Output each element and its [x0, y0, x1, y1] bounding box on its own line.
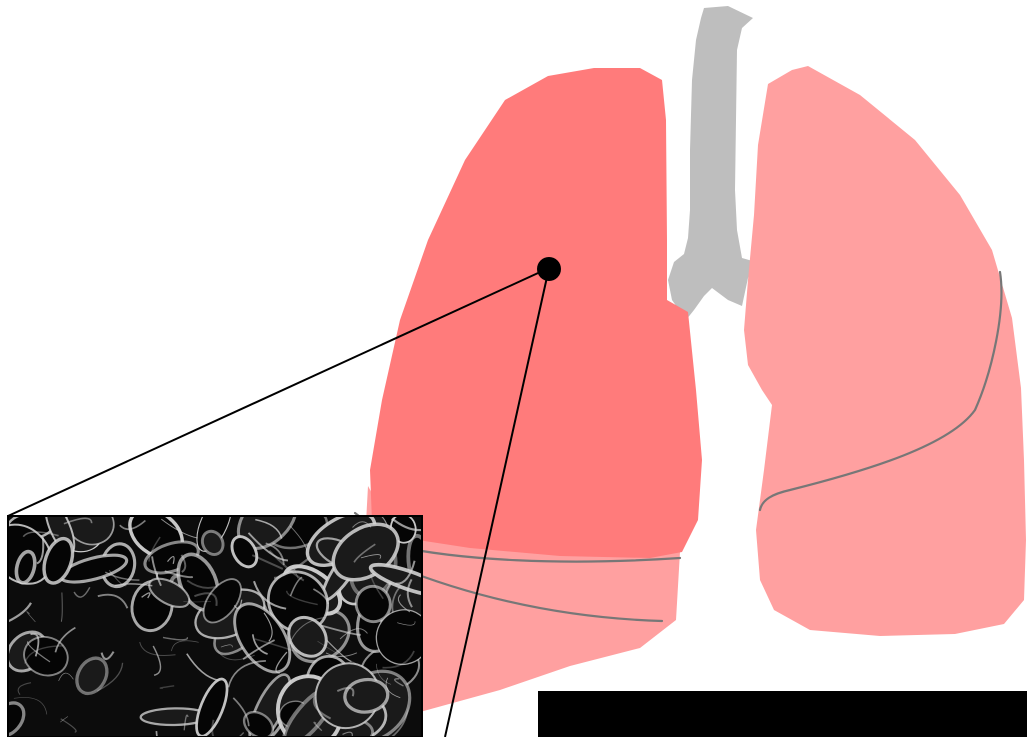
left-lung [744, 66, 1026, 636]
trachea [668, 6, 756, 320]
location-dot-icon [537, 257, 561, 281]
micrograph-inset [0, 479, 454, 737]
redaction-box [538, 691, 1027, 737]
tissue-fiber [0, 659, 8, 678]
upper-lobe [370, 68, 702, 558]
